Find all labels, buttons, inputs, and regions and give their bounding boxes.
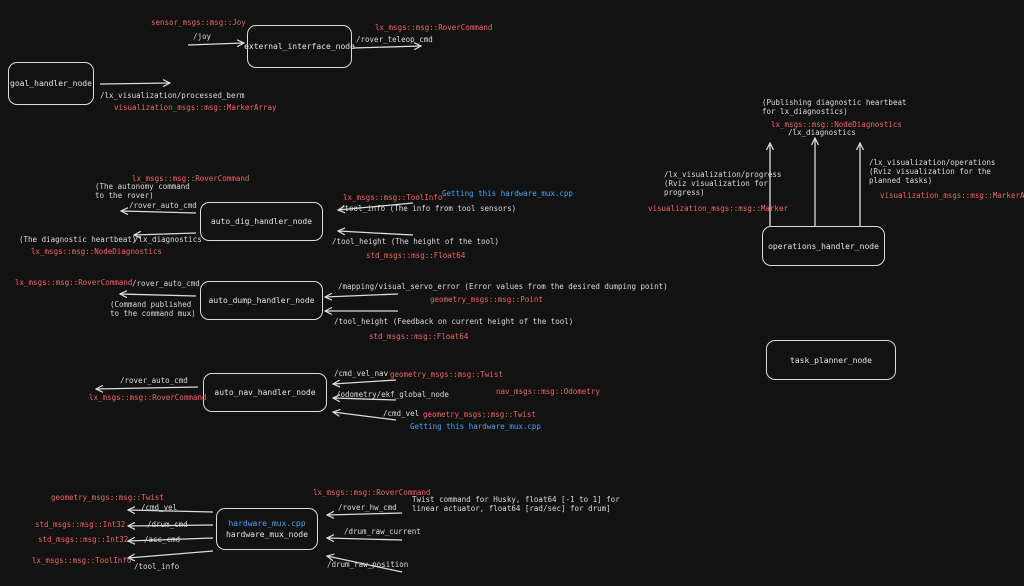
operations-handler-node-label: operations_handler_node <box>768 241 879 251</box>
dig-diag-topic: /lx_diagnostics <box>134 235 202 244</box>
dig-cmd-topic: /rover_auto_cmd <box>129 201 197 210</box>
dig-diag-note: (The diagnostic heartbeat) <box>19 235 137 244</box>
arrow-hw-drum-position <box>327 556 403 573</box>
dump-cmd-topic: /rover_auto_cmd <box>132 279 200 288</box>
arrow-nav-cmd-vel-nav <box>333 379 397 384</box>
hw-drum-position-topic: /drum_raw_position <box>327 560 409 569</box>
ops-operations-topic: /lx_visualization/operations (Rviz visua… <box>869 158 996 185</box>
arrow-hw-acc-cmd <box>128 538 214 541</box>
auto-nav-handler-node-label: auto_nav_handler_node <box>214 388 316 397</box>
hw-rover-hw-topic: /rover_hw_cmd <box>338 503 397 512</box>
nav-odometry-msg-type: nav_msgs::msg::Odometry <box>496 387 600 396</box>
arrow-nav-cmd-vel <box>333 412 397 421</box>
dump-servo-msg-type: geometry_msgs::msg::Point <box>430 295 543 304</box>
dig-height-msg-type: std_msgs::msg::Float64 <box>366 251 466 260</box>
processed-berm-msg-type: visualization_msgs::msg::MarkerArray <box>114 103 277 112</box>
arrow-dump-rover-auto-cmd <box>120 294 197 296</box>
hw-tool-info-topic: /tool_info <box>134 562 180 571</box>
dig-tool-msg-type: lx_msgs::msg::ToolInfo <box>343 193 443 202</box>
ops-diag-topic: /lx_diagnostics <box>788 128 856 137</box>
hw-toolinfo-msg-type: lx_msgs::msg::ToolInfo <box>32 556 132 565</box>
task-planner-node[interactable]: task_planner_node <box>766 340 896 380</box>
auto-dump-handler-node[interactable]: auto_dump_handler_node <box>200 281 323 320</box>
arrow-hw-drum-cmd <box>128 525 214 526</box>
arrow-nav-odometry <box>333 398 397 400</box>
hw-int32-msg-type-2: std_msgs::msg::Int32 <box>38 535 129 544</box>
hw-drum-cmd-topic: /drum_cmd <box>147 520 188 529</box>
hardware-mux-node[interactable]: hardware_mux.cpp hardware_mux_node <box>216 508 318 550</box>
auto-nav-handler-node[interactable]: auto_nav_handler_node <box>203 373 327 412</box>
dump-servo-topic: /mapping/visual_servo_error (Error value… <box>338 282 668 291</box>
arrow-nav-rover-auto-cmd <box>96 387 199 389</box>
nav-odometry-topic: /odometry/ekf_global_node <box>336 390 449 399</box>
arrow-dig-tool-info <box>338 202 414 210</box>
hw-acc-cmd-topic: /acc_cmd <box>144 535 181 544</box>
arrow-hw-drum-current <box>327 538 403 540</box>
nav-cmd-topic: /rover_auto_cmd <box>120 376 188 385</box>
external-interface-node[interactable]: external_interface_node <box>244 25 355 68</box>
dig-cmd-msg-type: lx_msgs::msg::RoverCommand <box>132 174 250 183</box>
joy-msg-type: sensor_msgs::msg::Joy <box>151 18 246 27</box>
ops-progress-topic: /lx_visualization/progress (Rviz visuali… <box>664 170 782 197</box>
processed-berm-topic: /lx_visualization/processed_berm <box>100 91 245 100</box>
ops-progress-msg-type: visualization_msgs::msg::Marker <box>648 204 788 213</box>
hw-cmd-vel-topic: /cmd_vel <box>141 503 178 512</box>
arrow-hw-cmd-vel <box>128 510 214 512</box>
goal-handler-node[interactable]: goal_handler_node <box>8 62 94 105</box>
goal-handler-node-label: goal_handler_node <box>10 79 92 88</box>
arrow-hw-rover-hw-cmd <box>327 513 403 515</box>
external-interface-node-label: external_interface_node <box>244 42 355 51</box>
nav-cmd-vel-msg-type: geometry_msgs::msg::Twist <box>423 410 536 419</box>
arrow-dig-diagnostics <box>134 233 197 235</box>
teleop-msg-type: lx_msgs::msg::RoverCommand <box>375 23 493 32</box>
ops-diag-msg-type: lx_msgs::msg::NodeDiagnostics <box>771 120 902 129</box>
auto-dig-handler-node[interactable]: auto_dig_handler_node <box>200 202 323 241</box>
teleop-topic: /rover_teleop_cmd <box>356 35 433 44</box>
dig-tool-source-note: Getting this hardware_mux.cpp <box>442 189 573 198</box>
hardware-mux-node-label: hardware_mux_node <box>226 530 308 539</box>
auto-dig-handler-node-label: auto_dig_handler_node <box>210 217 313 226</box>
hw-rover-hw-note: Twist command for Husky, float64 [-1 to … <box>412 495 620 513</box>
dig-cmd-note: (The autonomy command to the rover) <box>95 182 190 200</box>
hardware-mux-cpp-note: hardware_mux.cpp <box>228 519 306 528</box>
dump-height-msg-type: std_msgs::msg::Float64 <box>369 332 469 341</box>
arrow-rover-teleop <box>352 46 421 48</box>
arrow-dig-tool-height <box>338 231 414 236</box>
arrow-dump-visual-servo <box>325 294 399 297</box>
nav-cmd-vel-nav-topic: /cmd_vel_nav <box>334 369 389 378</box>
operations-handler-node[interactable]: operations_handler_node <box>762 226 885 266</box>
arrow-processed-berm <box>99 83 170 84</box>
arrow-dig-rover-auto-cmd <box>121 211 197 213</box>
ops-operations-msg-type: visualization_msgs::msg::MarkerArray <box>880 191 1024 200</box>
nav-cmd-vel-nav-msg-type: geometry_msgs::msg::Twist <box>390 370 503 379</box>
dump-cmd-msg-type: lx_msgs::msg::RoverCommand <box>15 278 133 287</box>
nav-cmd-vel-source-note: Getting this hardware_mux.cpp <box>410 422 541 431</box>
nav-cmd-vel-topic: /cmd_vel <box>383 409 420 418</box>
auto-dump-handler-node-label: auto_dump_handler_node <box>208 296 315 305</box>
arrow-hw-tool-info <box>128 550 214 558</box>
joy-topic: /joy <box>193 32 212 41</box>
dump-cmd-note: (Command published to the command mux) <box>110 300 196 318</box>
dig-tool-height-topic: /tool_height (The height of the tool) <box>332 237 500 246</box>
dig-tool-info-topic: /tool_info (The info from tool sensors) <box>340 204 517 213</box>
hw-drum-current-topic: /drum_raw_current <box>344 527 421 536</box>
dump-height-topic: /tool_height (Feedback on current height… <box>334 317 574 326</box>
dig-diag-msg-type: lx_msgs::msg::NodeDiagnostics <box>31 247 162 256</box>
hw-rover-hw-msg-type: lx_msgs::msg::RoverCommand <box>313 488 431 497</box>
hw-int32-msg-type-1: std_msgs::msg::Int32 <box>35 520 126 529</box>
ops-heartbeat-note: (Publishing diagnostic heartbeat for lx_… <box>762 98 907 116</box>
hw-twist-msg-type: geometry_msgs::msg::Twist <box>51 493 164 502</box>
nav-cmd-msg-type: lx_msgs::msg::RoverCommand <box>89 393 207 402</box>
task-planner-node-label: task_planner_node <box>790 355 872 365</box>
arrow-joy <box>187 43 244 45</box>
